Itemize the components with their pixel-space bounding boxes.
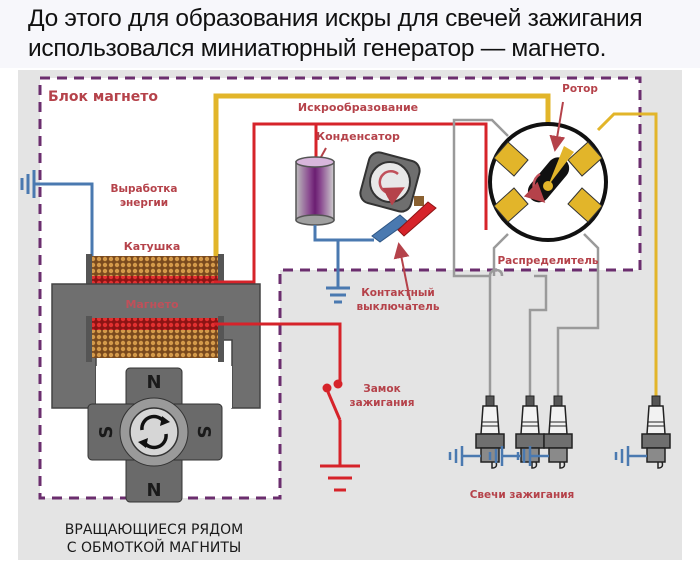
breaker-pointer <box>393 242 411 301</box>
label-coil: Катушка <box>124 240 181 253</box>
spark-plug-1 <box>448 395 505 469</box>
wire-red-coil-to-switch <box>214 322 342 378</box>
magneto-ignition-diagram: Блок магнето Выработка энергии Катушка И… <box>18 70 682 560</box>
label-energy-generation-1: Выработка <box>111 183 178 195</box>
label-magneto-block: Блок магнето <box>48 89 158 105</box>
spark-plug-2 <box>488 395 545 469</box>
capacitor-icon <box>295 156 335 226</box>
distributor-icon <box>488 122 608 242</box>
pole-right: S <box>193 426 214 439</box>
label-capacitor: Конденсатор <box>316 130 400 143</box>
breaker-rubbing-block <box>414 196 424 206</box>
breaker-fixed-contact <box>371 214 409 243</box>
wire-red-coil-to-breaker <box>214 122 488 284</box>
label-ignition-switch-2: зажигания <box>350 397 415 409</box>
label-distributor: Распределитель <box>497 255 598 267</box>
switch-contact-lever <box>322 383 332 393</box>
rotor-pointer <box>549 101 566 152</box>
spark-plug-3 <box>516 395 573 469</box>
label-spark-plugs: Свечи зажигания <box>470 489 575 501</box>
plug-wires-gray <box>452 118 600 396</box>
label-contact-breaker-1: Контактный <box>361 287 435 299</box>
label-ignition-switch-1: Замок <box>363 383 400 395</box>
breaker-moving-contact <box>397 201 437 237</box>
pole-top: N <box>146 372 161 393</box>
caption-line-1: До этого для образования искры для свече… <box>28 5 643 32</box>
label-contact-breaker-2: выключатель <box>357 301 440 313</box>
ground-icon-breaker <box>326 286 350 304</box>
lower-coil <box>86 316 224 362</box>
breaker-cam-icon <box>359 151 421 213</box>
wire-blue-capacitor-to-breaker <box>313 225 374 242</box>
spark-plug-4 <box>614 395 671 469</box>
wire-yellow-to-plug-4 <box>596 112 658 396</box>
wire-blue-ground-to-coil <box>34 182 94 256</box>
spark-plugs <box>448 395 671 469</box>
pole-left: S <box>96 426 117 439</box>
label-rotor: Ротор <box>562 83 598 95</box>
magneto-block-boundary <box>38 76 642 500</box>
ground-icon-switch <box>320 464 360 492</box>
label-spark-formation: Искрообразование <box>298 101 418 114</box>
label-rotating-magnets-1: ВРАЩАЮЩИЕСЯ РЯДОМ <box>65 522 243 538</box>
label-magneto: Магнето <box>125 298 179 311</box>
label-energy-generation-2: энергии <box>120 197 168 209</box>
pole-bottom: N <box>146 480 161 501</box>
caption-banner: До этого для образования искры для свече… <box>0 0 700 68</box>
caption-line-2: использовался миниатюрный генератор — ма… <box>28 35 607 62</box>
rotating-magnet <box>87 363 232 503</box>
switch-contact-top <box>333 379 343 389</box>
caption-text: До этого для образования искры для свече… <box>28 4 688 64</box>
label-rotating-magnets-2: С ОБМОТКОЙ МАГНИТЫ <box>67 538 241 556</box>
